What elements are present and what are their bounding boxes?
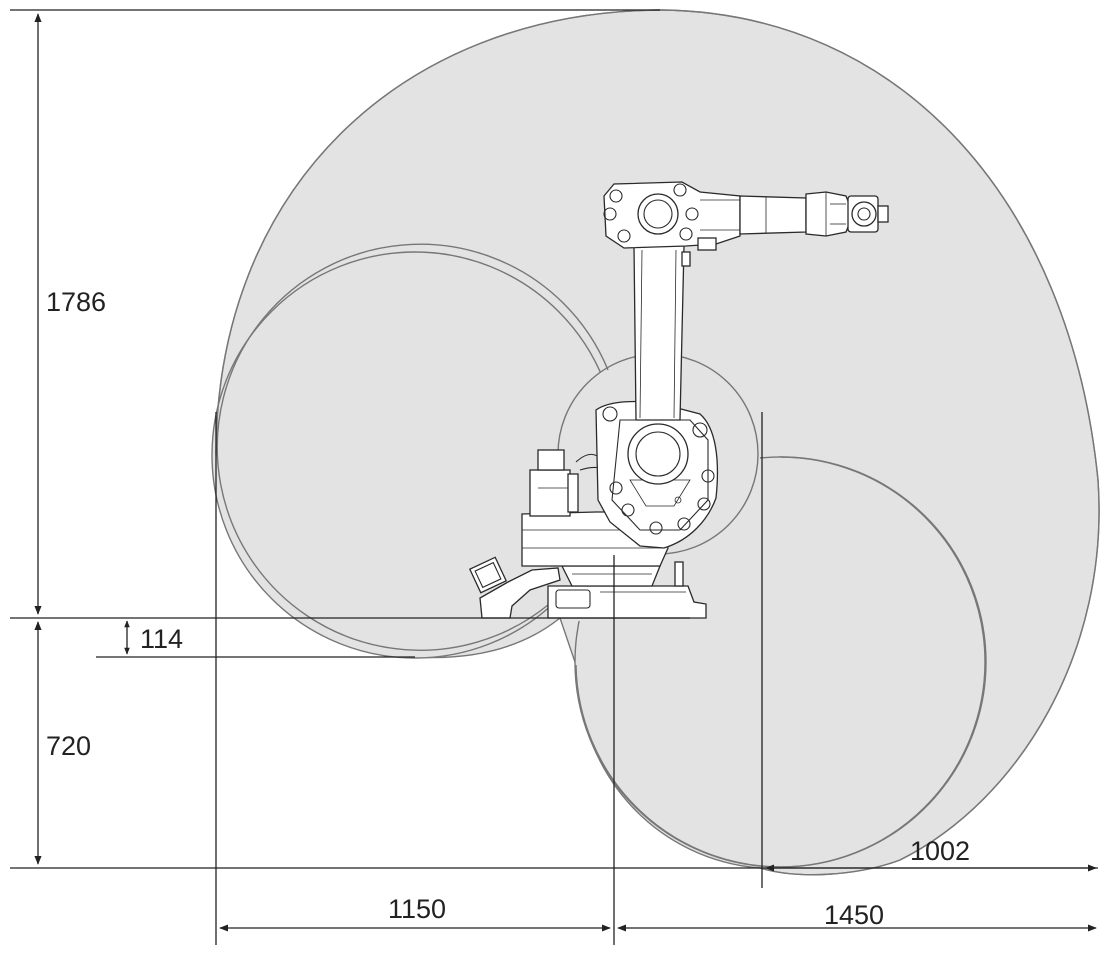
label-1150: 1150 (388, 894, 446, 924)
robot-forearm (739, 195, 807, 235)
robot-illustration (468, 181, 889, 619)
label-1450: 1450 (824, 900, 884, 930)
label-1002: 1002 (910, 836, 970, 866)
label-114: 114 (140, 624, 183, 654)
robot-cable-housing (479, 567, 561, 619)
dimension-lines (10, 9, 1098, 945)
label-1786: 1786 (46, 287, 106, 317)
dimension-labels: 1786 114 720 1150 1450 1002 (46, 287, 970, 930)
envelope-lower-arc (575, 456, 987, 868)
robot-wrist (805, 191, 889, 237)
label-720: 720 (46, 731, 91, 761)
envelope-outer-boundary (215, 9, 1100, 876)
envelope-left-arc (216, 243, 609, 651)
robot-upper-arm (603, 181, 741, 251)
robot-base-plate (547, 585, 707, 619)
robot-rotating-base (560, 565, 661, 587)
robot-axis-2-joint (627, 423, 689, 485)
axis-1-motor (529, 449, 579, 517)
robot-base-slot (555, 589, 591, 609)
